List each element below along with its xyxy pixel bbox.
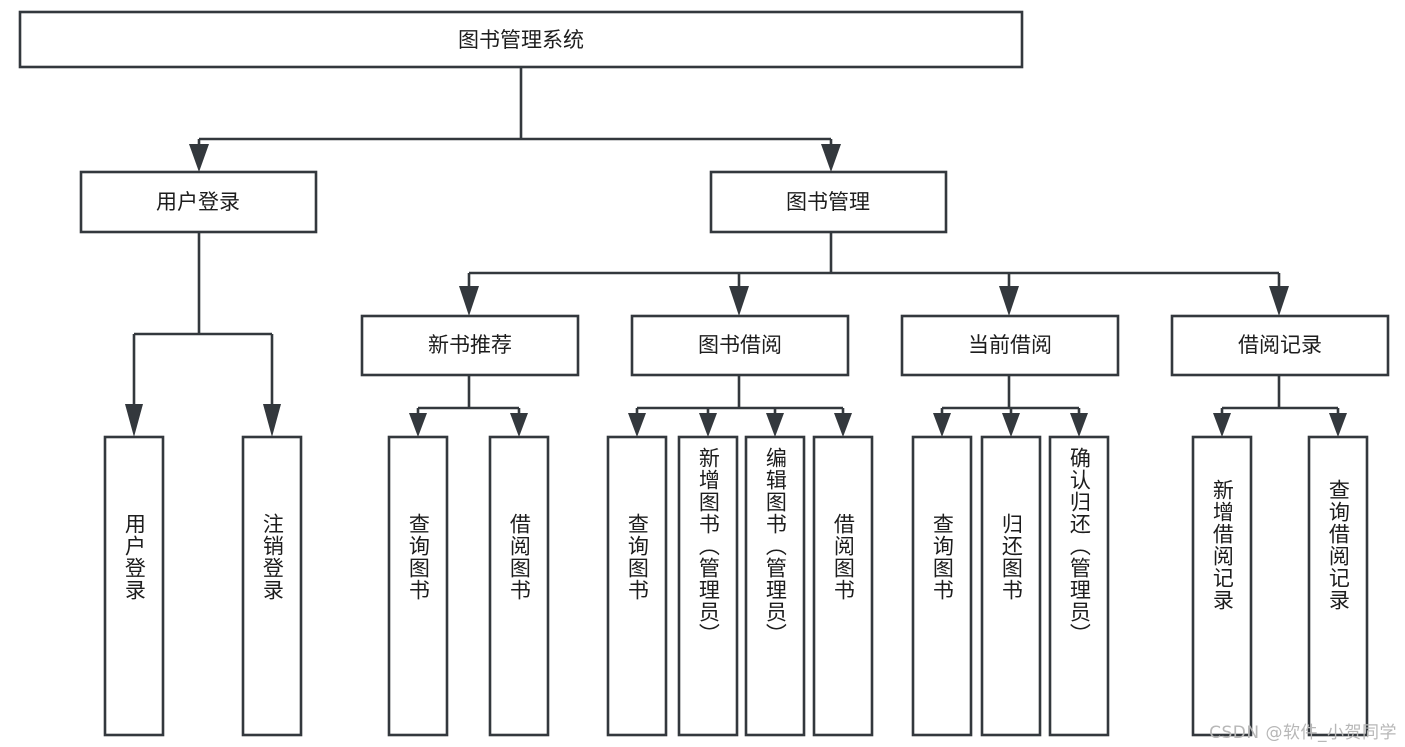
node-book-borrow-label: 图书借阅: [698, 333, 782, 357]
arrow-head-leaf-edit-book-admin: [766, 413, 784, 437]
node-leaf-query-borrow-record-box[interactable]: [1307, 435, 1369, 737]
node-leaf-query-book-1-box[interactable]: [387, 435, 449, 737]
node-leaf-borrow-book-1-box[interactable]: [488, 435, 550, 737]
connector-borrow-record-to-leaves: [1213, 375, 1347, 437]
arrow-head-leaf-logout-login: [263, 404, 281, 437]
node-current-borrow-box[interactable]: [900, 314, 1120, 377]
arrow-head-leaf-query-borrow-record: [1329, 413, 1347, 437]
arrow-head-book-management: [821, 144, 841, 172]
node-leaf-query-book-2-box[interactable]: [606, 435, 668, 737]
arrow-head-leaf-add-borrow-record: [1213, 413, 1231, 437]
arrow-head-current-borrow: [999, 286, 1019, 316]
node-leaf-borrow-book-2-box[interactable]: [812, 435, 874, 737]
arrow-head-leaf-return-book: [1002, 413, 1020, 437]
node-book-management[interactable]: 图书管理: [709, 170, 948, 234]
connector-user-login-to-leaves: [125, 232, 281, 437]
node-new-book-recommend[interactable]: 新书推荐: [360, 314, 580, 377]
node-leaf-add-book-admin-box[interactable]: [677, 435, 739, 737]
node-borrow-record-label: 借阅记录: [1238, 333, 1322, 357]
leaf-boxes: [103, 435, 1369, 737]
connector-root-to-level2: [189, 67, 841, 172]
arrow-head-borrow-record: [1269, 286, 1289, 316]
arrow-head-new-book-recommend: [459, 286, 479, 316]
node-book-management-label: 图书管理: [786, 190, 870, 214]
arrow-head-book-borrow: [729, 286, 749, 316]
connector-current-borrow-to-leaves: [933, 375, 1088, 437]
csdn-watermark: CSDN @软件_小贺同学: [1209, 723, 1397, 743]
node-user-login-label: 用户登录: [156, 190, 240, 214]
node-user-login[interactable]: 用户登录: [79, 170, 318, 234]
arrow-head-leaf-borrow-book-1: [510, 413, 528, 437]
node-leaf-edit-book-admin-box[interactable]: [744, 435, 806, 737]
node-leaf-return-book-box[interactable]: [980, 435, 1042, 737]
connector-book-management-to-level3: [459, 232, 1289, 316]
node-leaf-query-book-3-box[interactable]: [911, 435, 973, 737]
node-borrow-record[interactable]: 借阅记录: [1170, 314, 1390, 377]
arrow-head-leaf-query-book-2: [628, 413, 646, 437]
node-leaf-add-borrow-record-box[interactable]: [1191, 435, 1253, 737]
node-leaf-logout-login-box[interactable]: [241, 435, 303, 737]
node-leaf-user-login-box[interactable]: [103, 435, 165, 737]
node-book-borrow-box[interactable]: [630, 314, 850, 377]
node-book-management-box[interactable]: [709, 170, 948, 234]
arrow-head-leaf-query-book-1: [409, 413, 427, 437]
node-new-book-recommend-label: 新书推荐: [428, 333, 512, 357]
node-root-box[interactable]: [18, 10, 1024, 69]
arrow-head-leaf-query-book-3: [933, 413, 951, 437]
node-root-label: 图书管理系统: [458, 28, 584, 52]
arrow-head-leaf-borrow-book-2: [834, 413, 852, 437]
node-leaf-confirm-return-admin-box[interactable]: [1048, 435, 1110, 737]
node-borrow-record-box[interactable]: [1170, 314, 1390, 377]
arrow-head-user-login: [189, 144, 209, 172]
node-new-book-recommend-box[interactable]: [360, 314, 580, 377]
connector-book-borrow-to-leaves: [628, 375, 852, 437]
node-user-login-box[interactable]: [79, 170, 318, 234]
arrow-head-leaf-add-book-admin: [699, 413, 717, 437]
node-current-borrow[interactable]: 当前借阅: [900, 314, 1120, 377]
node-book-borrow[interactable]: 图书借阅: [630, 314, 850, 377]
connector-new-book-recommend-to-leaves: [409, 375, 528, 437]
arrow-head-leaf-user-login: [125, 404, 143, 437]
arrow-head-leaf-confirm-return-admin: [1070, 413, 1088, 437]
node-root[interactable]: 图书管理系统: [18, 10, 1024, 69]
node-current-borrow-label: 当前借阅: [968, 333, 1052, 357]
